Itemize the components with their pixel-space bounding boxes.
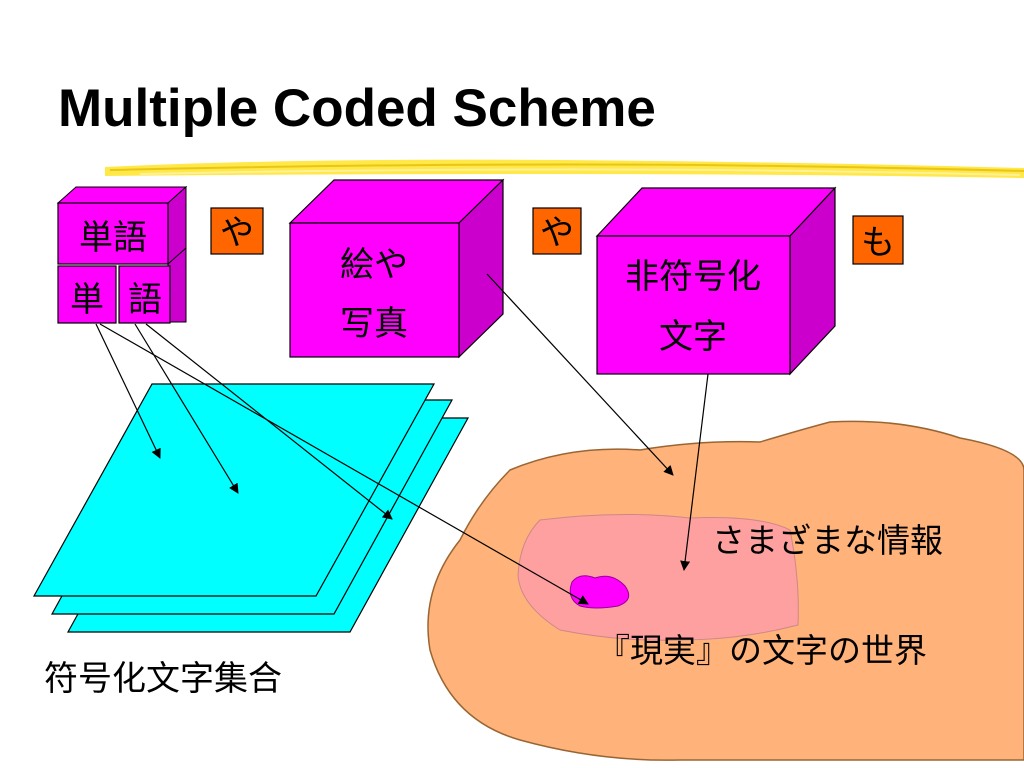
particle-mo-label: も xyxy=(861,223,895,263)
arrows xyxy=(95,273,709,605)
world-label: 『現実』の文字の世界 xyxy=(597,631,927,670)
particle-ya2-label: や xyxy=(540,213,574,253)
word-top-face xyxy=(57,202,169,265)
word-block-right-label: 語 xyxy=(128,280,162,320)
arrow-noncoded-to-info xyxy=(680,373,709,571)
noncoded-line2: 文字 xyxy=(659,317,727,357)
title-underline xyxy=(105,159,1024,178)
particle-ya1-box xyxy=(210,207,264,255)
particle-mo-box xyxy=(852,215,904,265)
picture-cube xyxy=(288,178,505,359)
arrow-picture-to-world xyxy=(486,273,674,476)
arrow-word-to-blob xyxy=(99,323,589,605)
arrow-word-to-plane1 xyxy=(95,323,161,459)
word-block-top-label: 単語 xyxy=(79,218,147,258)
particle-ya1-label: や xyxy=(220,213,254,253)
arrow-char-to-plane2 xyxy=(134,323,239,494)
picture-line2: 写真 xyxy=(340,304,408,344)
noncoded-cube xyxy=(595,186,837,376)
word-left-char-box xyxy=(57,265,117,324)
particle-ya2-box xyxy=(532,207,582,255)
word-block xyxy=(56,185,188,324)
page-title: Multiple Coded Scheme xyxy=(58,79,656,138)
charset-label: 符号化文字集合 xyxy=(44,659,282,699)
noncoded-line1: 非符号化 xyxy=(625,257,761,297)
picture-line1: 絵や xyxy=(340,245,408,285)
word-right-char-box xyxy=(118,265,171,324)
word-block-left-label: 単 xyxy=(70,280,104,320)
info-label: さまざまな情報 xyxy=(712,521,943,560)
charset-planes xyxy=(32,383,470,633)
